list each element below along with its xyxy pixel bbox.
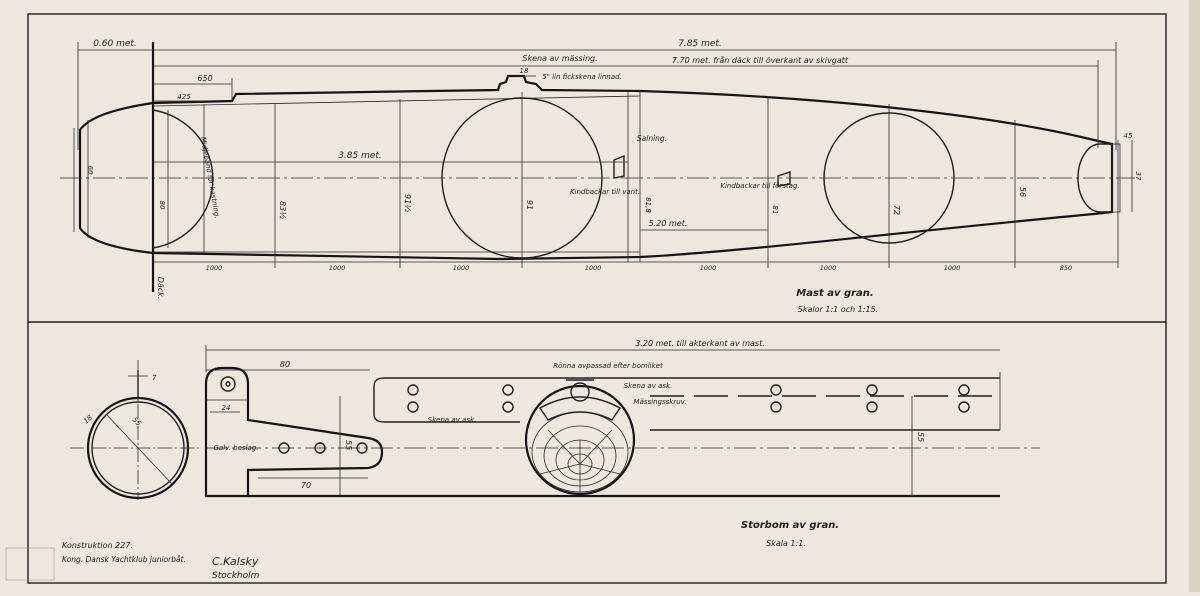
section-value: 37 (1134, 172, 1142, 181)
label-dack: Däck. (156, 277, 165, 300)
screw-head (866, 384, 878, 396)
footer-signature: C.Kalsky (212, 555, 259, 568)
dim-650: 650 (197, 74, 212, 83)
archive-stamp (5, 547, 55, 581)
section-value: 83½ (278, 201, 287, 219)
skena-upper (373, 377, 1000, 423)
section-value: 81 (771, 206, 779, 215)
paper-edge (1189, 0, 1200, 592)
section-value: 72 (892, 205, 901, 215)
kindback-forstag (777, 171, 791, 187)
dim-785: 7.85 met. (678, 39, 722, 49)
grain-ray (539, 463, 581, 475)
boom-title: Storbom av gran. (741, 520, 839, 531)
section-value: 81,8 (644, 197, 652, 213)
screw-head (502, 384, 514, 396)
spacing-value: 1000 (329, 264, 346, 272)
dim-770: 7.70 met. från däck till överkant av ski… (672, 55, 849, 65)
dim-24: 24 (222, 404, 231, 412)
label-skena-ask-2: Skena av ask. (624, 382, 673, 390)
dim-18: 18 (520, 67, 529, 75)
label-skena-ask-1: Skena av ask. (428, 416, 477, 424)
footer-konstruktion: Konstruktion 227. (62, 541, 133, 550)
screw-head (770, 401, 782, 413)
boom-scale: Skala 1:1. (766, 539, 806, 548)
section-value: 60 (86, 166, 94, 175)
spacing-value: 1000 (453, 264, 470, 272)
dim-7: 7 (152, 374, 157, 382)
label-kindbackar-forstag: Kindbackar till förstag. (720, 182, 799, 190)
label-galv-beslag: Galv. beslag. (214, 444, 259, 452)
boom-view: 7 18 55 3.20 met. till akterkant av mast… (70, 339, 1040, 548)
mast-scale: Skalor 1:1 och 1:15. (798, 305, 878, 314)
spacing-value: 850 (1060, 264, 1072, 272)
spacing-value: 1000 (944, 264, 961, 272)
label-massingsskruv: Mässingsskruv. (634, 398, 687, 406)
kindback-vant (613, 154, 625, 179)
screw-head (407, 384, 419, 396)
label-salning: Salning. (637, 134, 667, 143)
footer-block: Konstruktion 227. Kong. Dansk Yachtklub … (5, 541, 260, 581)
screw-head (958, 401, 970, 413)
track-line (152, 95, 641, 107)
label-skena-massing: Skena av mässing. (522, 54, 597, 63)
mast-view: 0.60 met. 7.85 met. 7.70 met. från däck … (60, 39, 1142, 314)
footer-city: Stockholm (212, 571, 260, 581)
heel-section (152, 109, 214, 249)
section-value: 91½ (403, 194, 412, 212)
section-value: 56 (1018, 187, 1027, 197)
grain-ray (579, 463, 621, 475)
dim-320: 3.20 met. till akterkant av mast. (635, 339, 765, 348)
boom-cross-section (70, 360, 200, 500)
section-value: 80 (158, 201, 166, 210)
screw-head (770, 384, 782, 396)
drawing-border (27, 13, 1167, 584)
label-kindbackar-vant: Kindbackar till vant. (570, 188, 640, 196)
dim-520: 5.20 met. (649, 219, 688, 228)
grain-ray (579, 429, 613, 465)
dim-385: 3.85 met. (338, 151, 382, 161)
label-fickskena: 5" lin fickskena linnad. (542, 73, 622, 81)
screw-head (407, 401, 419, 413)
spacing-value: 1000 (585, 264, 602, 272)
dim-70: 70 (301, 481, 311, 490)
mast-top-section (1077, 143, 1112, 213)
spacing-value: 1000 (700, 264, 717, 272)
spacing-value: 1000 (820, 264, 837, 272)
gooseneck-pin-hole (220, 376, 236, 392)
section-diag (105, 413, 173, 485)
boom-section-full (524, 379, 636, 496)
mast-title: Mast av gran. (796, 288, 873, 299)
screw-head (866, 401, 878, 413)
mast-heel (78, 101, 154, 255)
dim-80: 80 (280, 360, 290, 369)
dim-55a: 55 (344, 440, 353, 450)
gooseneck-pin (225, 381, 231, 387)
footer-club: Kong. Dansk Yachtklub juniorbåt. (62, 555, 186, 564)
grain-ray (547, 429, 581, 465)
mast-outline (152, 74, 1114, 261)
screw-head (958, 384, 970, 396)
skena-section (538, 396, 622, 421)
dim-060: 0.60 met. (93, 39, 137, 49)
spacing-value: 1000 (206, 264, 223, 272)
bolt-rope-groove (570, 382, 590, 402)
screw-head (502, 401, 514, 413)
gooseneck-fitting (204, 366, 384, 498)
dim-55b: 55 (916, 432, 925, 442)
section-value: 91 (525, 200, 534, 210)
dim-45: 45 (1124, 132, 1133, 140)
dim-425: 425 (177, 93, 191, 101)
label-ronna: Rönna avpassad efter bomliket (553, 362, 663, 370)
